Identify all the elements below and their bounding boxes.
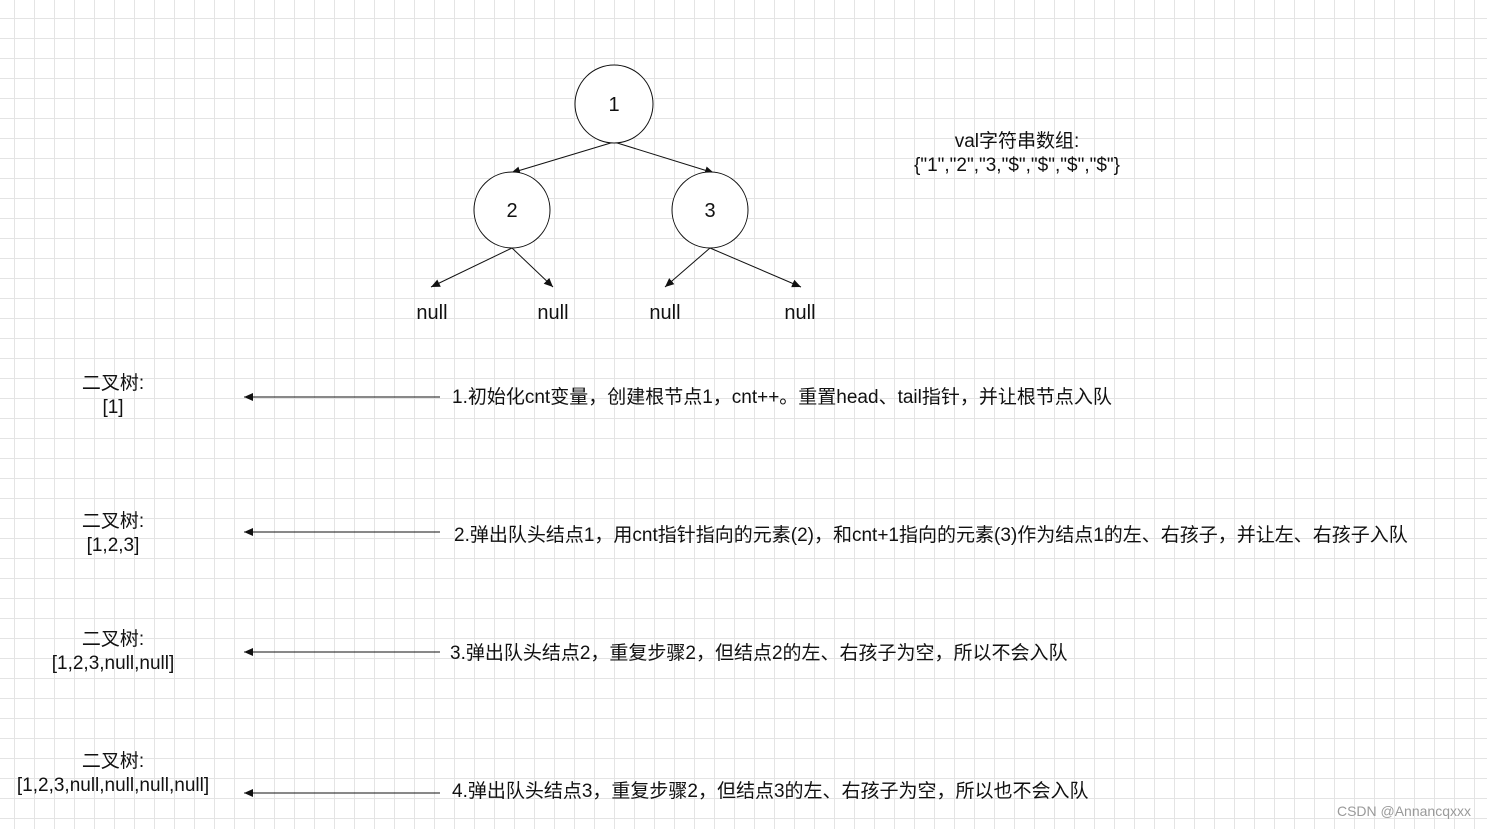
step-4-tree-label: 二叉树: <box>81 751 145 772</box>
edge-2-null-right <box>511 247 554 288</box>
step-1-tree-state: 二叉树: [1] <box>13 372 213 420</box>
step-2-tree-label: 二叉树: <box>81 511 145 532</box>
step-4-tree-value: [1,2,3,null,null,null,null] <box>16 775 210 796</box>
null-leaf-2: null <box>537 302 568 324</box>
edge-1-2 <box>510 141 615 175</box>
edge-2-null-left <box>430 247 513 288</box>
null-leaf-3: null <box>649 302 680 324</box>
step-2-tree-state: 二叉树: [1,2,3] <box>7 510 219 558</box>
edge-3-null-right <box>709 247 802 288</box>
step-3-tree-state: 二叉树: [1,2,3,null,null] <box>2 628 224 676</box>
step-4-tree-state: 二叉树: [1,2,3,null,null,null,null] <box>0 750 226 798</box>
tree-node-1: 1 <box>574 64 654 144</box>
val-array-title: val字符串数组: <box>954 131 1080 152</box>
edge-1-3 <box>613 141 715 175</box>
null-leaf-1: null <box>416 302 447 324</box>
tree-node-2-label: 2 <box>506 200 517 222</box>
tree-node-1-label: 1 <box>608 94 619 116</box>
tree-node-3-label: 3 <box>704 200 715 222</box>
step-3-description: 3.弹出队头结点2，重复步骤2，但结点2的左、右孩子为空，所以不会入队 <box>450 643 1068 664</box>
tree-node-3: 3 <box>671 171 749 249</box>
step-1-tree-value: [1] <box>102 397 124 418</box>
step-1-tree-label: 二叉树: <box>81 373 145 394</box>
step-3-tree-label: 二叉树: <box>81 629 145 650</box>
csdn-watermark: CSDN @Annancqxxx <box>1336 803 1471 819</box>
step-3-tree-value: [1,2,3,null,null] <box>51 653 175 674</box>
step-2-tree-value: [1,2,3] <box>86 535 140 556</box>
step-1-description: 1.初始化cnt变量，创建根节点1，cnt++。重置head、tail指针，并让… <box>452 387 1112 408</box>
null-leaf-4: null <box>784 302 815 324</box>
edge-3-null-left <box>664 247 711 288</box>
step-4-description: 4.弹出队头结点3，重复步骤2，但结点3的左、右孩子为空，所以也不会入队 <box>452 781 1089 802</box>
val-array-value: {"1","2","3,"$","$","$","$"} <box>913 155 1120 176</box>
tree-node-2: 2 <box>473 171 551 249</box>
val-array-block: val字符串数组: {"1","2","3,"$","$","$","$"} <box>887 130 1147 178</box>
step-2-description: 2.弹出队头结点1，用cnt指针指向的元素(2)，和cnt+1指向的元素(3)作… <box>454 525 1408 546</box>
